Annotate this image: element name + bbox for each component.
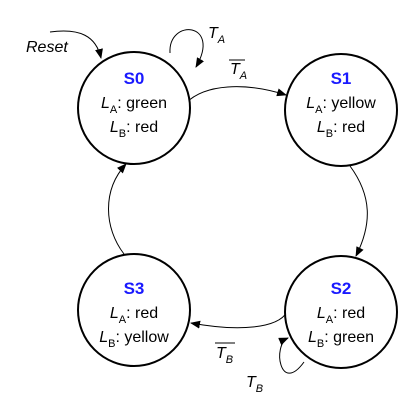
- label-s0-s1: TA: [229, 59, 247, 82]
- transition-s0-s1: [185, 86, 287, 104]
- state-s2: S2 LA: red LB: green: [284, 255, 398, 369]
- state-s0-name: S0: [124, 69, 145, 88]
- state-s3-output-a: LA: red: [110, 305, 158, 326]
- transition-s1-s2: [349, 165, 368, 257]
- state-s1-output-a: LA: yellow: [306, 95, 376, 116]
- label-s2-s3: TB: [215, 342, 235, 366]
- transition-s0-s0: [169, 29, 204, 68]
- state-s2-output-b: LB: green: [308, 329, 374, 350]
- reset-arrow: [49, 30, 103, 59]
- state-s0-output-b: LB: red: [110, 119, 158, 140]
- svg-text:TB: TB: [216, 345, 233, 366]
- state-s1-output-b: LB: red: [317, 119, 365, 140]
- state-s3-output-b: LB: yellow: [99, 329, 169, 350]
- state-s0-output-a: LA: green: [101, 95, 167, 116]
- state-s2-output-a: LA: red: [317, 305, 365, 326]
- state-s1-name: S1: [331, 69, 352, 88]
- state-s1: S1 LA: yellow LB: red: [284, 53, 398, 167]
- label-s2-s2: TB: [246, 374, 263, 395]
- transition-s2-s3: [190, 311, 288, 329]
- label-s0-s0: TA: [208, 25, 225, 46]
- state-s0: S0 LA: green LB: red: [77, 51, 191, 165]
- state-s3: S3 LA: red LB: yellow: [77, 253, 191, 367]
- state-s3-name: S3: [124, 279, 145, 298]
- state-s2-name: S2: [331, 279, 352, 298]
- transition-s2-s2: [278, 337, 305, 374]
- transition-s3-s0: [108, 163, 127, 255]
- reset-label: Reset: [26, 39, 68, 56]
- svg-text:TA: TA: [230, 61, 247, 82]
